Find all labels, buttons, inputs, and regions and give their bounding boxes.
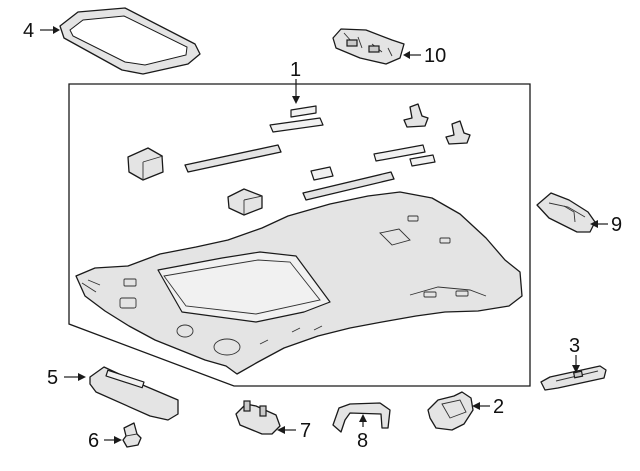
callout-4: 4 [23,20,60,42]
callout-7-label: 7 [300,420,311,442]
trim-pad-small-right[interactable] [409,154,436,167]
callout-9: 9 [590,214,622,236]
callout-2-label: 2 [493,396,504,418]
callout-8: 8 [357,414,368,452]
callout-5: 5 [47,367,86,389]
callout-3: 3 [569,335,580,373]
callout-8-label: 8 [357,430,368,452]
callout-7: 7 [277,420,311,442]
assist-grip[interactable] [332,402,391,433]
courtesy-lamp[interactable] [235,400,281,435]
callout-3-label: 3 [569,335,580,357]
dome-lamp-housing[interactable] [332,28,405,65]
callout-9-label: 9 [611,214,622,236]
sunroof-seal[interactable] [59,7,201,75]
trim-pad-small-center[interactable] [310,166,334,181]
headliner-bracket[interactable] [427,391,474,431]
callout-1-label: 1 [290,59,301,81]
callout-4-label: 4 [23,20,34,42]
foam-block-left[interactable] [127,147,164,181]
callout-2: 2 [472,396,504,418]
trim-strip-right[interactable] [373,144,426,162]
visor-clip[interactable] [122,422,142,448]
callout-10-label: 10 [424,45,446,67]
sun-visor[interactable] [89,366,179,421]
callout-10: 10 [403,45,446,67]
callout-1: 1 [290,59,301,104]
retainer-clip-right[interactable] [445,120,471,145]
trim-strip-small-top[interactable] [290,105,317,118]
headliner-assembly-box [68,83,531,387]
foam-block-center[interactable] [227,188,263,216]
map-lamp[interactable] [536,192,596,233]
trim-strip-mid[interactable] [269,117,324,133]
callout-5-label: 5 [47,367,58,389]
callout-6: 6 [88,430,122,452]
callout-6-label: 6 [88,430,99,452]
trim-strip-long-center[interactable] [302,171,395,201]
retainer-clip-top[interactable] [403,103,429,128]
roof-rail-bracket[interactable] [540,365,607,391]
trim-strip-long-left[interactable] [184,144,282,173]
headliner-panel[interactable] [75,191,523,375]
